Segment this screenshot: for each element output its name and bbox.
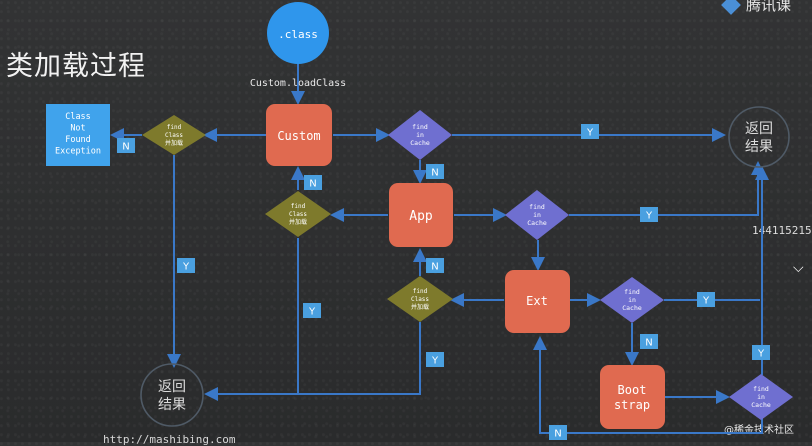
svg-text:.class: .class (278, 28, 318, 41)
svg-text:App: App (409, 209, 433, 224)
bootstrap-loader: Boot strap (600, 365, 665, 429)
logo-text: 腾讯课 (746, 0, 792, 14)
diamond-text: find (624, 288, 640, 296)
diamond-text: in (416, 131, 424, 139)
svg-text:N: N (122, 142, 129, 153)
bootstrap-label-line: strap (614, 398, 650, 412)
svg-text:N: N (309, 179, 316, 190)
svg-text:N: N (554, 429, 561, 440)
svg-text:N: N (431, 262, 438, 273)
diamond-text: 并加载 (411, 303, 429, 311)
diamond-text: find (167, 124, 182, 131)
yes-no-labels: N N N N N N Y Y Y Y Y Y Y (117, 124, 770, 440)
no-badge: N (117, 138, 135, 153)
diamond-text: in (757, 393, 765, 401)
custom-loader: Custom (266, 104, 332, 166)
side-number: 144115215 (752, 224, 812, 237)
svg-text:Y: Y (645, 211, 653, 222)
diamond-text: Class (289, 211, 307, 218)
cursor-icon: ⌵ (793, 259, 804, 275)
diamond-text: Cache (622, 304, 642, 312)
watermark: @稀金技术社区 (724, 425, 794, 436)
svg-text:结果: 结果 (745, 139, 773, 155)
svg-text:结果: 结果 (158, 397, 186, 413)
result-bottom: 返回 结果 (140, 363, 204, 427)
diamond-text: Class (165, 132, 183, 139)
load-call-label: Custom.loadClass (250, 78, 346, 89)
diamond-text: Cache (410, 139, 430, 147)
url-text: http://mashibing.com (103, 433, 236, 446)
no-badge: N (640, 334, 658, 349)
diamond-text: Cache (751, 401, 771, 409)
no-badge: N (426, 164, 444, 179)
diamond-text: find (413, 288, 428, 295)
app-loader: App (389, 183, 453, 247)
svg-text:N: N (645, 338, 652, 349)
diamond-text: in (533, 211, 541, 219)
svg-text:Y: Y (702, 296, 710, 307)
svg-text:Y: Y (308, 307, 316, 318)
svg-text:Y: Y (757, 349, 765, 360)
brand-logo: 腾讯课 (721, 0, 792, 15)
diamond-text: find (291, 203, 306, 210)
yes-badge: Y (426, 352, 444, 367)
diamond-text: find (753, 385, 769, 393)
diamond-text: find (412, 123, 428, 131)
diamond-text: 并加载 (165, 139, 183, 147)
yes-badge: Y (640, 207, 658, 222)
svg-text:返回: 返回 (745, 121, 773, 137)
yes-badge: Y (177, 258, 195, 273)
page-title: 类加载过程 (6, 51, 146, 82)
ext-loader: Ext (505, 270, 570, 333)
diamond-text: in (628, 296, 636, 304)
svg-text:Y: Y (431, 356, 439, 367)
diamond-text: Cache (527, 219, 547, 227)
svg-text:Custom: Custom (277, 129, 320, 143)
no-badge: N (304, 175, 322, 190)
class-loading-diagram: .class Custom.loadClass Custom App Ext B… (46, 2, 793, 440)
svg-text:Y: Y (586, 128, 594, 139)
yes-badge: Y (752, 345, 770, 360)
yes-badge: Y (581, 124, 599, 139)
bootstrap-label-line: Boot (618, 383, 647, 397)
diamond-text: Class (411, 296, 429, 303)
result-top: 返回 结果 (728, 106, 790, 168)
svg-text:Y: Y (182, 262, 190, 273)
svg-text:N: N (431, 168, 438, 179)
diamond-text: 并加载 (289, 218, 307, 226)
diamond-text: find (529, 203, 545, 211)
no-badge: N (426, 258, 444, 273)
start-node: .class (267, 2, 329, 64)
svg-text:返回: 返回 (158, 379, 186, 395)
svg-text:Ext: Ext (526, 294, 548, 308)
no-badge: N (549, 425, 567, 440)
yes-badge: Y (697, 292, 715, 307)
yes-badge: Y (303, 303, 321, 318)
